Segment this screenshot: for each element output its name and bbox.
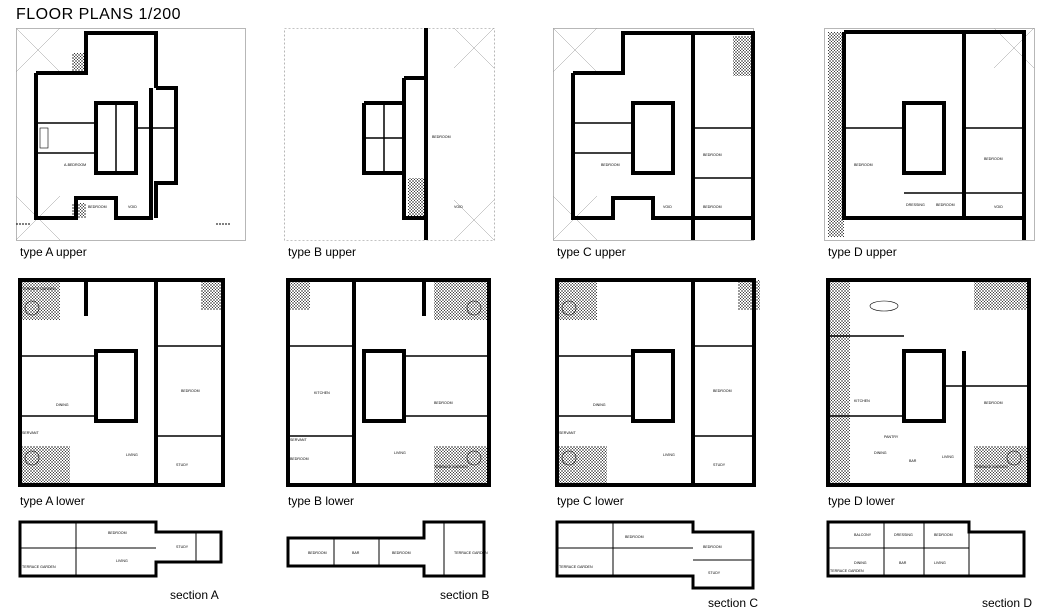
room-label: BEDROOM xyxy=(432,135,451,139)
room-label: BEDROOM xyxy=(984,157,1003,161)
room-label: KITCHEN xyxy=(314,391,330,395)
room-label: BEDROOM xyxy=(392,551,411,555)
caption-type-d-upper: type D upper xyxy=(828,245,897,259)
room-label: LIVING xyxy=(663,453,675,457)
room-label: BEDROOM xyxy=(308,551,327,555)
room-label: VOID xyxy=(454,205,463,209)
caption-type-a-upper: type A upper xyxy=(20,245,87,259)
room-label: BEDROOM xyxy=(934,533,953,537)
room-label: BALCONY xyxy=(854,533,872,537)
caption-type-b-lower: type B lower xyxy=(288,494,355,508)
room-label: VOID xyxy=(663,205,672,209)
room-label: BAR xyxy=(352,551,360,555)
plan-type-d-upper: BEDROOM BEDROOM DRESSING BEDROOM VOID xyxy=(824,28,1039,244)
room-label: BAR xyxy=(899,561,907,565)
room-label: BEDROOM xyxy=(434,401,453,405)
room-label: BEDROOM xyxy=(703,205,722,209)
room-label: TERRACE GARDEN xyxy=(434,465,468,469)
room-label: TERRACE GARDEN xyxy=(22,565,56,569)
room-label: TERRACE GARDEN xyxy=(454,551,488,555)
room-label: STUDY xyxy=(176,463,189,467)
room-label: TERRACE GARDEN xyxy=(974,465,1008,469)
room-label: BEDROOM xyxy=(703,545,722,549)
room-label: LIVING xyxy=(942,455,954,459)
room-label: BEDROOM xyxy=(601,163,620,167)
room-label: DINING xyxy=(56,403,69,407)
room-label: BEDROOM xyxy=(703,153,722,157)
caption-type-c-upper: type C upper xyxy=(557,245,626,259)
room-label: LIVING xyxy=(126,453,138,457)
room-label: KITCHEN xyxy=(854,399,870,403)
caption-type-c-lower: type C lower xyxy=(557,494,624,508)
room-label: LIVING xyxy=(394,451,406,455)
room-label: STUDY xyxy=(708,571,721,575)
room-label: LIVING xyxy=(116,559,128,563)
plan-type-b-upper: BEDROOM VOID xyxy=(284,28,499,244)
caption-type-a-lower: type A lower xyxy=(20,494,85,508)
room-label: BEDROOM xyxy=(713,389,732,393)
room-label: DRESSING xyxy=(894,533,913,537)
room-label: PANTRY xyxy=(884,435,899,439)
section-a-drawing: BEDROOM STUDY TERRACE GARDEN LIVING xyxy=(16,518,231,588)
room-label: VOID xyxy=(994,205,1003,209)
room-label: DINING xyxy=(874,451,887,455)
room-label: SERVANT xyxy=(559,431,576,435)
room-label: LIVING xyxy=(934,561,946,565)
room-label: BAR xyxy=(909,459,917,463)
caption-section-d: section D xyxy=(982,596,1033,610)
section-b-drawing: BEDROOM BAR BEDROOM TERRACE GARDEN xyxy=(284,518,499,588)
plan-type-a-upper: A-BEDROOM BEDROOM VOID xyxy=(16,28,246,244)
room-label: DINING xyxy=(854,561,867,565)
room-label: BEDROOM xyxy=(854,163,873,167)
room-label: BEDROOM xyxy=(88,205,107,209)
caption-section-a: section A xyxy=(170,588,219,602)
plan-type-b-lower: KITCHEN SERVANT BEDROOM BEDROOM LIVING T… xyxy=(284,276,499,492)
room-label: VOID xyxy=(128,205,137,209)
room-label: BEDROOM xyxy=(936,203,955,207)
caption-type-b-upper: type B upper xyxy=(288,245,357,259)
room-label: TERRACE GARDEN xyxy=(830,569,864,573)
caption-section-b: section B xyxy=(440,588,490,602)
room-label: SERVANT xyxy=(290,438,307,442)
section-d-drawing: BALCONY DRESSING BEDROOM DINING BAR LIVI… xyxy=(824,518,1039,588)
room-label: A-BEDROOM xyxy=(64,163,86,167)
plan-type-c-upper: BEDROOM BEDROOM BEDROOM VOID xyxy=(553,28,773,244)
page-title: FLOOR PLANS 1/200 xyxy=(16,6,182,23)
room-label: STUDY xyxy=(713,463,726,467)
room-label: BEDROOM xyxy=(108,531,127,535)
caption-type-d-lower: type D lower xyxy=(828,494,895,508)
plan-type-d-lower: KITCHEN PANTRY DINING BAR LIVING TERRACE… xyxy=(824,276,1039,492)
room-label: BEDROOM xyxy=(290,457,309,461)
room-label: STUDY xyxy=(176,545,189,549)
plan-type-c-lower: DINING SERVANT BEDROOM LIVING STUDY xyxy=(553,276,768,492)
room-label: BEDROOM xyxy=(181,389,200,393)
caption-section-c: section C xyxy=(708,596,759,610)
room-label: SERVANT xyxy=(22,431,39,435)
room-label: BEDROOM xyxy=(984,401,1003,405)
room-label: TERRACE GARDEN xyxy=(22,287,56,291)
plan-type-a-lower: TERRACE GARDEN DINING SERVANT BEDROOM LI… xyxy=(16,276,231,492)
room-label: BEDROOM xyxy=(625,535,644,539)
room-label: DINING xyxy=(593,403,606,407)
room-label: DRESSING xyxy=(906,203,925,207)
section-c-drawing: BEDROOM BEDROOM STUDY TERRACE GARDEN xyxy=(553,518,768,598)
room-label: TERRACE GARDEN xyxy=(559,565,593,569)
